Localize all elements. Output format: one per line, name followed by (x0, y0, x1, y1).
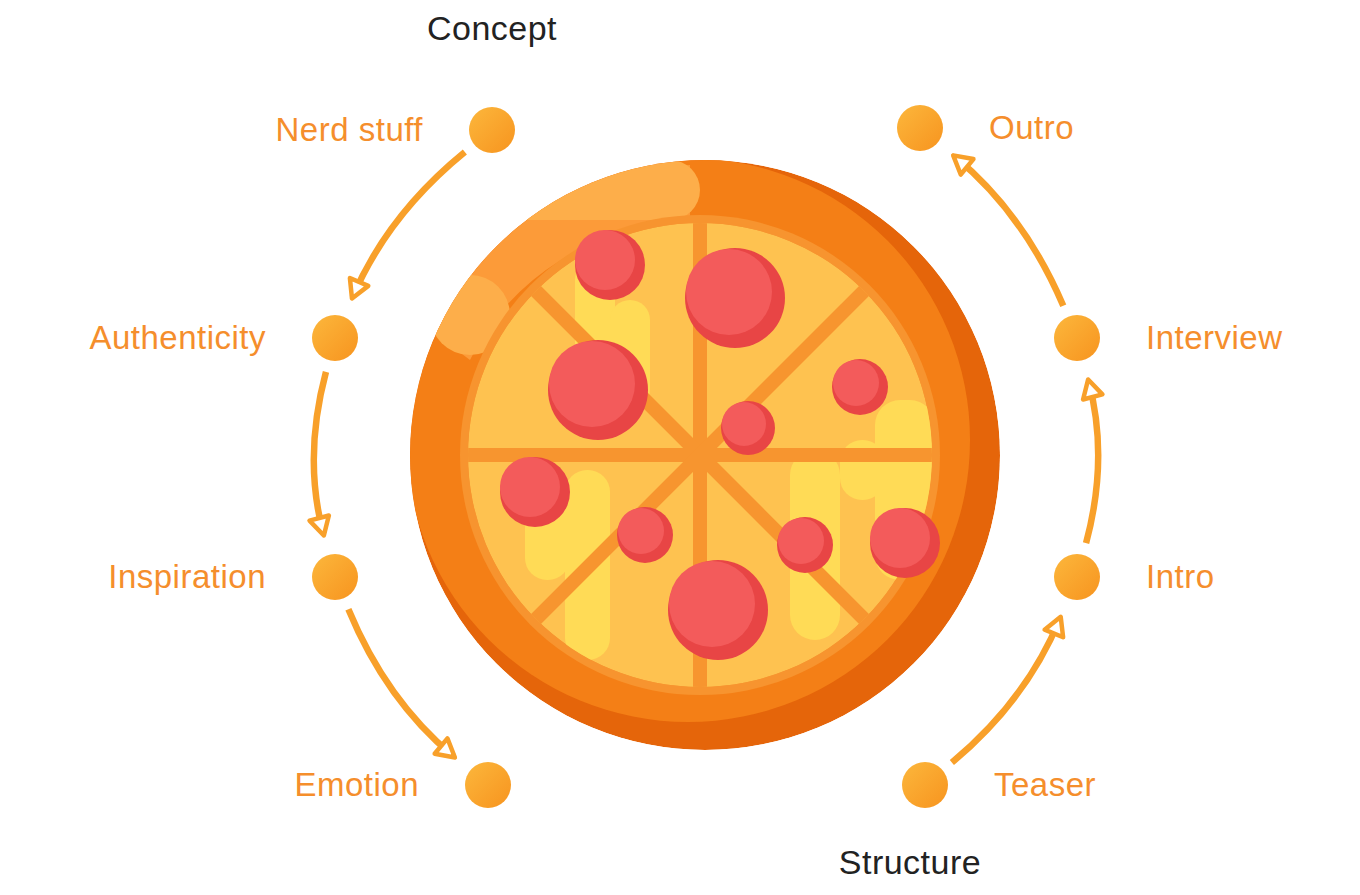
step-node: Teaser (902, 762, 1096, 808)
step-dot (312, 315, 358, 361)
step-node: Intro (1054, 554, 1215, 600)
step-node: Inspiration (108, 554, 358, 600)
step-node: Interview (1054, 315, 1283, 361)
flow-arrow (348, 609, 453, 756)
step-dot (1054, 315, 1100, 361)
column-heading: Concept (427, 8, 557, 49)
step-label: Outro (989, 108, 1074, 148)
flow-arrow (314, 372, 326, 534)
step-node: Authenticity (89, 315, 358, 361)
step-label: Emotion (294, 765, 419, 805)
step-label: Authenticity (89, 318, 266, 358)
flow-arrow (955, 157, 1064, 306)
step-dot (312, 554, 358, 600)
step-dot (1054, 554, 1100, 600)
step-dot (469, 107, 515, 153)
step-dot (897, 105, 943, 151)
step-node: Nerd stuff (276, 107, 515, 153)
step-label: Teaser (994, 765, 1096, 805)
step-label: Interview (1146, 318, 1283, 358)
step-dot (465, 762, 511, 808)
flow-arrow (1086, 381, 1098, 543)
column-heading: Structure (839, 842, 981, 883)
step-label: Inspiration (108, 557, 266, 597)
flow-arrow (952, 619, 1060, 763)
step-label: Intro (1146, 557, 1215, 597)
step-dot (902, 762, 948, 808)
flow-arrow (353, 152, 465, 297)
step-label: Nerd stuff (276, 110, 423, 150)
step-node: Emotion (294, 762, 511, 808)
step-node: Outro (897, 105, 1074, 151)
